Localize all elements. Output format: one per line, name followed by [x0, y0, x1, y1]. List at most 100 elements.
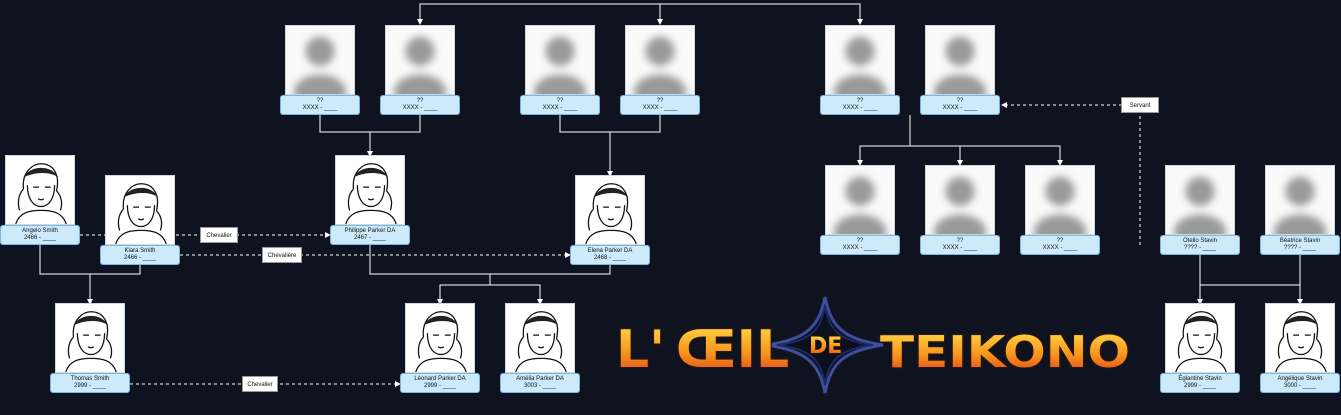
name-plate: ??XXXX - ____: [380, 95, 460, 115]
portrait-photo: [105, 175, 175, 245]
person-dates: 2466 - ____: [23, 235, 57, 241]
name-plate: ??XXXX - ____: [920, 235, 1000, 255]
person-card-unknown-2[interactable]: ??XXXX - ____: [380, 25, 460, 115]
person-dates: XXXX - ____: [402, 105, 438, 111]
person-card-unknown-child-2[interactable]: ??XXXX - ____: [920, 165, 1000, 255]
person-card-unknown-1[interactable]: ??XXXX - ____: [280, 25, 360, 115]
person-dates: 2999 - ____: [73, 383, 107, 389]
person-dates: ???? - ____: [1283, 245, 1317, 251]
portrait-photo: [925, 165, 995, 235]
person-dates: XXXX - ____: [642, 105, 678, 111]
manga-portrait-icon: [406, 304, 474, 372]
portrait-photo: [5, 155, 75, 225]
person-card-unknown-3[interactable]: ??XXXX - ____: [520, 25, 600, 115]
person-dates: XXXX - ____: [842, 105, 878, 111]
person-dates: XXXX - ____: [1042, 245, 1078, 251]
person-card-unknown-4[interactable]: ??XXXX - ____: [620, 25, 700, 115]
name-plate: ??XXXX - ____: [820, 235, 900, 255]
blurred-portrait-icon: [826, 26, 894, 94]
name-plate: ??XXXX - ____: [280, 95, 360, 115]
blurred-portrait-icon: [826, 166, 894, 234]
person-dates: XXXX - ____: [842, 245, 878, 251]
portrait-photo: [505, 303, 575, 373]
portrait-photo: [1025, 165, 1095, 235]
person-name: Églantine Stavin: [1178, 376, 1222, 382]
person-name: Philippe Parker DA: [344, 228, 396, 234]
person-name: ??: [316, 98, 324, 104]
relation-label-servant: Servant: [1121, 97, 1159, 113]
name-plate: ??XXXX - ____: [620, 95, 700, 115]
logo-oeil-de-teikono: L' ŒIL DE TEIKONO: [615, 296, 1131, 394]
logo-text-de: DE: [809, 334, 842, 359]
person-name: ??: [956, 98, 964, 104]
person-dates: XXXX - ____: [542, 105, 578, 111]
person-dates: 2467 - ____: [353, 235, 387, 241]
person-name: Angélique Stavin: [1277, 376, 1323, 382]
person-name: Otello Stavin: [1182, 238, 1218, 244]
manga-portrait-icon: [106, 176, 174, 244]
person-name: Léonard Parker DA: [414, 376, 466, 382]
person-dates: XXXX - ____: [942, 245, 978, 251]
name-plate: ??XXXX - ____: [1020, 235, 1100, 255]
blurred-portrait-icon: [1166, 166, 1234, 234]
person-card-unknown-child-1[interactable]: ??XXXX - ____: [820, 165, 900, 255]
person-dates: 2999 - ____: [1183, 383, 1217, 389]
person-dates: ???? - ____: [1183, 245, 1217, 251]
name-plate: ??XXXX - ____: [520, 95, 600, 115]
portrait-photo: [335, 155, 405, 225]
portrait-photo: [525, 25, 595, 95]
person-name: Amélia Parker DA: [516, 376, 564, 382]
portrait-photo: [55, 303, 125, 373]
eye-star-emblem: [766, 296, 884, 394]
blurred-portrait-icon: [926, 26, 994, 94]
manga-portrait-icon: [6, 156, 74, 224]
person-card-unknown-child-3[interactable]: ??XXXX - ____: [1020, 165, 1100, 255]
person-card-unknown-5[interactable]: ??XXXX - ____: [820, 25, 900, 115]
person-card-otello-stavin[interactable]: Otello Stavin???? - ____: [1160, 165, 1240, 255]
person-name: ??: [556, 98, 564, 104]
person-name: ??: [956, 238, 964, 244]
blurred-portrait-icon: [526, 26, 594, 94]
name-plate: Béatrice Stavin???? - ____: [1260, 235, 1340, 255]
person-name: ??: [416, 98, 424, 104]
person-name: Angelo Smith: [22, 228, 58, 234]
relation-label-chevalier-thomas: Chevalier: [242, 376, 278, 392]
blurred-portrait-icon: [626, 26, 694, 94]
name-plate: ??XXXX - ____: [820, 95, 900, 115]
person-name: Elena Parker DA: [587, 248, 633, 254]
person-dates: 3003 - ____: [523, 383, 557, 389]
person-dates: 2468 - ____: [593, 255, 627, 261]
person-name: ??: [856, 98, 864, 104]
person-dates: 2999 - ____: [423, 383, 457, 389]
portrait-photo: [405, 303, 475, 373]
person-dates: 3000 - ____: [1283, 383, 1317, 389]
blurred-portrait-icon: [1266, 166, 1334, 234]
portrait-photo: [385, 25, 455, 95]
person-name: ??: [856, 238, 864, 244]
blurred-portrait-icon: [386, 26, 454, 94]
person-card-beatrice-stavin[interactable]: Béatrice Stavin???? - ____: [1260, 165, 1340, 255]
person-name: Thomas Smith: [70, 376, 110, 382]
person-card-unknown-6[interactable]: ??XXXX - ____: [920, 25, 1000, 115]
portrait-photo: [285, 25, 355, 95]
logo-text-oeil: ŒIL: [676, 320, 789, 380]
manga-portrait-icon: [56, 304, 124, 372]
portrait-photo: [575, 175, 645, 245]
manga-portrait-icon: [576, 176, 644, 244]
